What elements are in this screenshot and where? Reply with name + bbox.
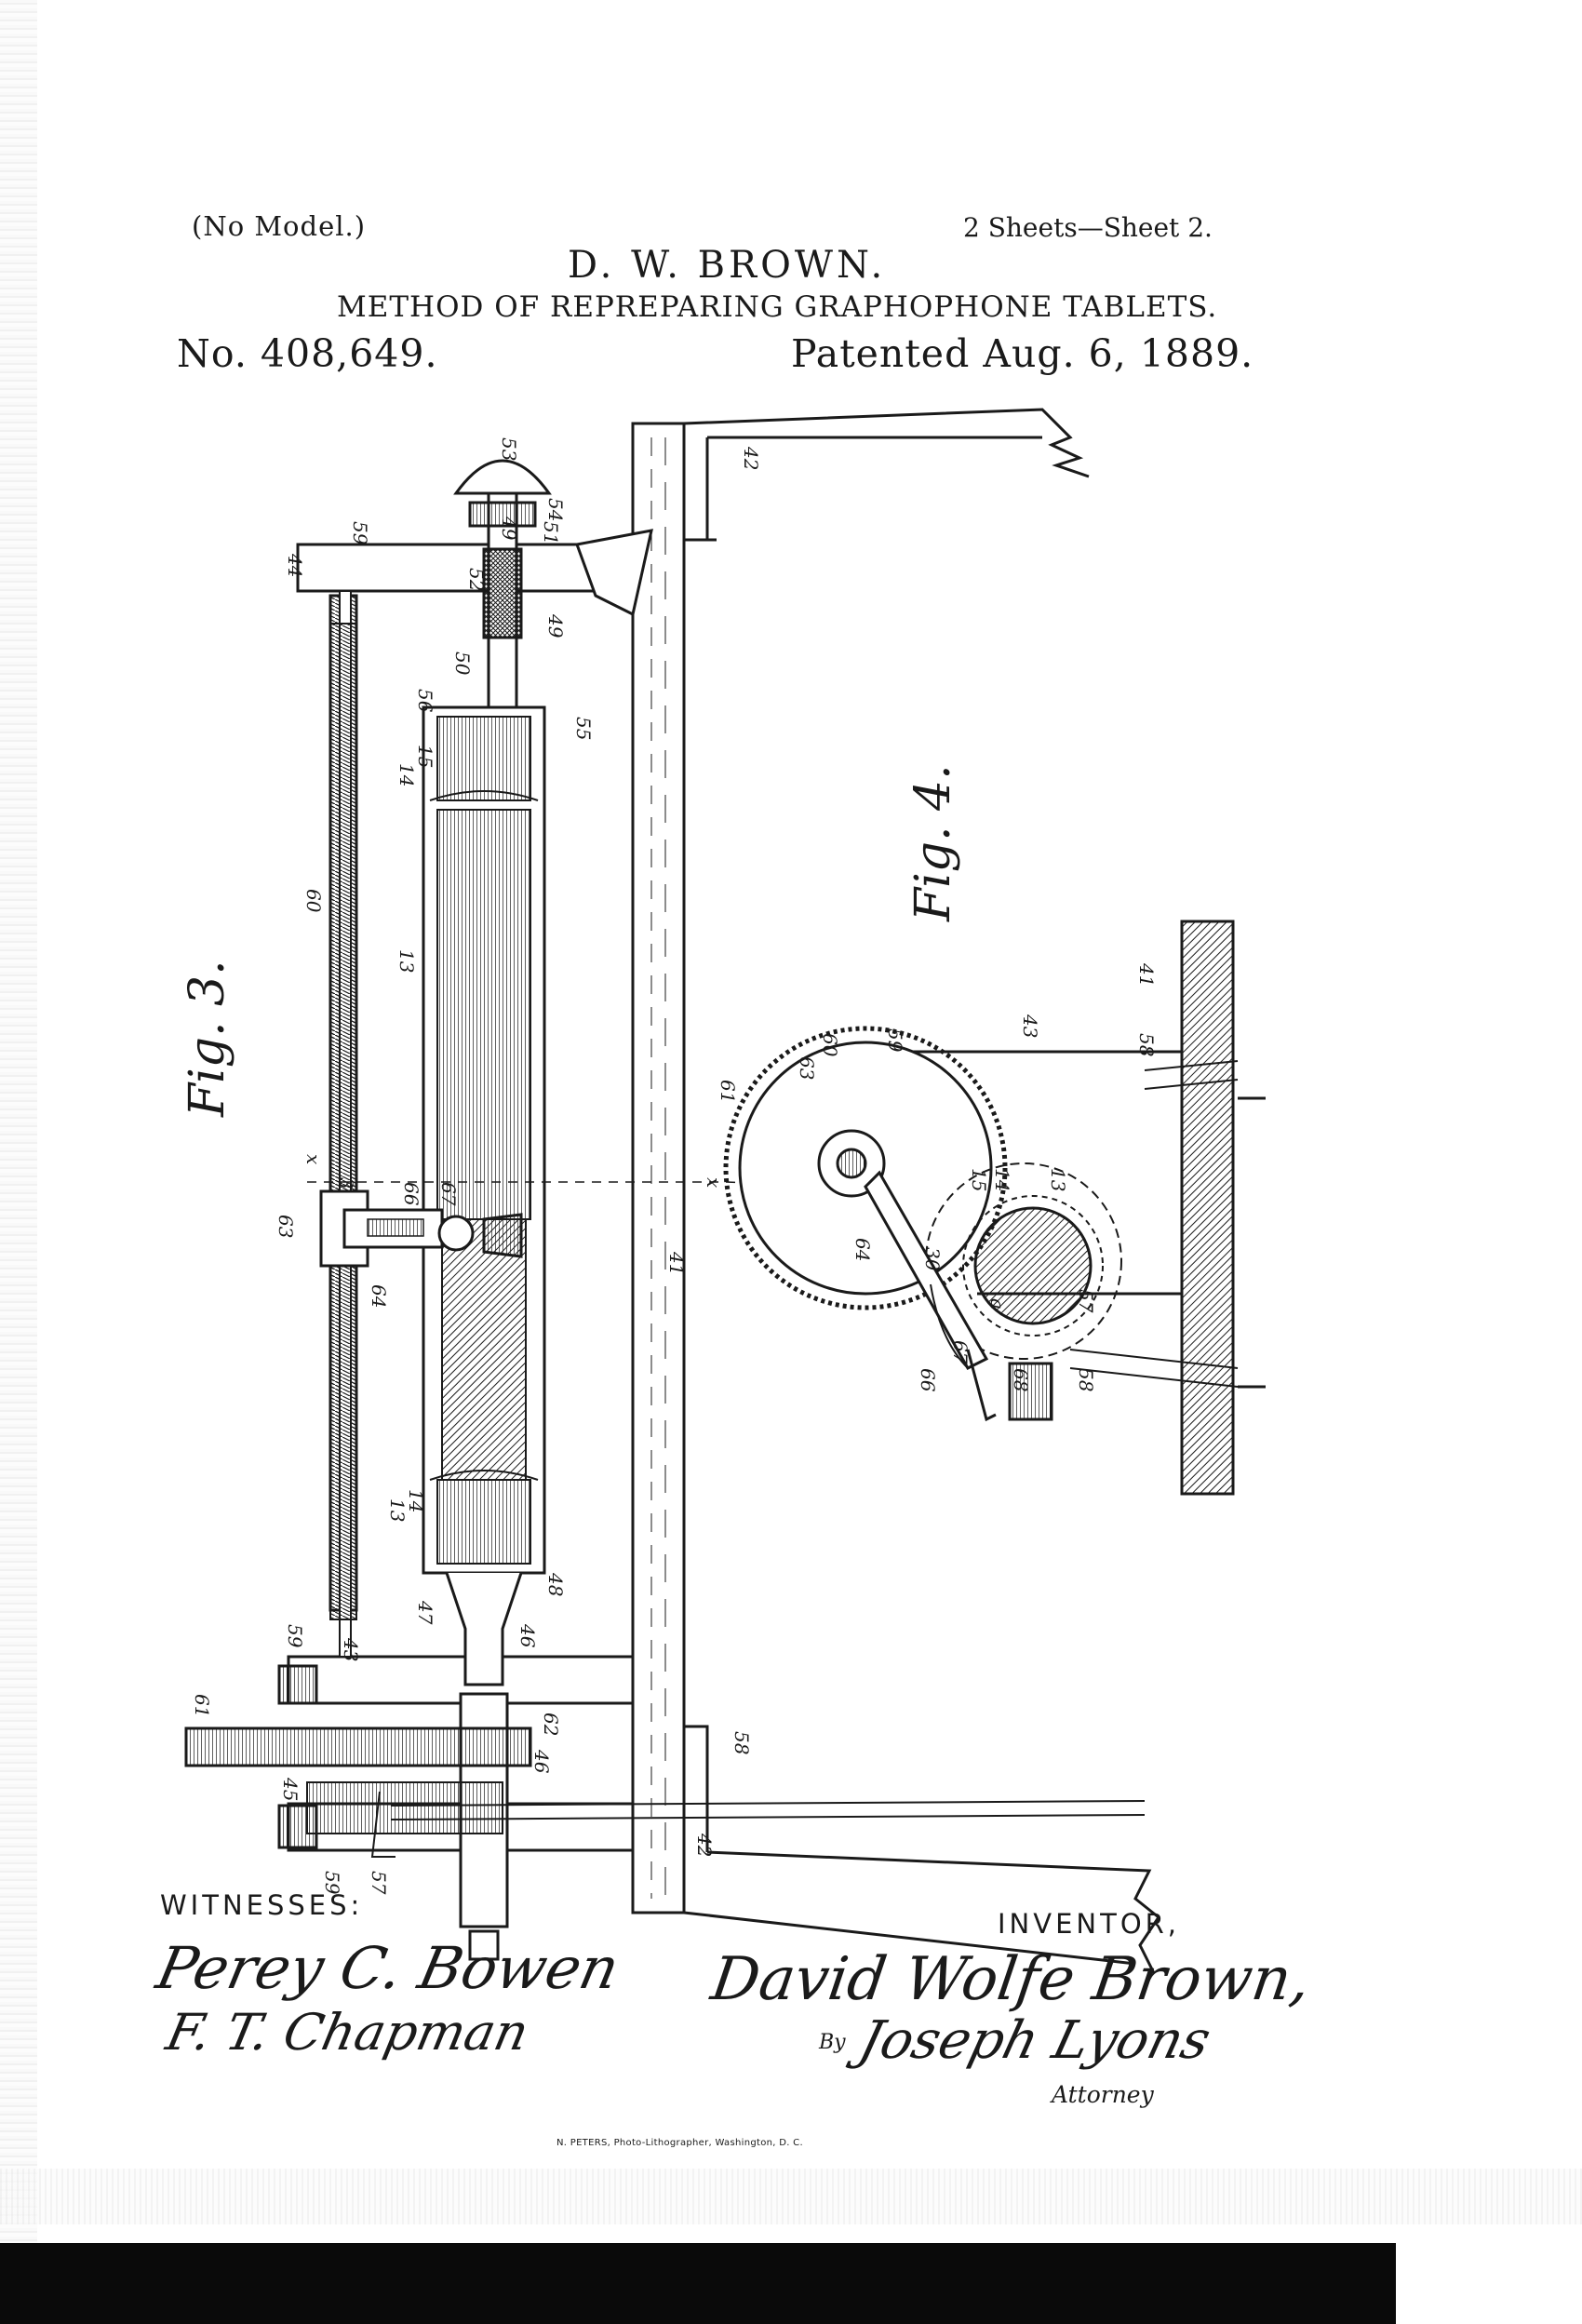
ref-3: 3 [335,1177,357,1189]
ref4-68: 68 [1010,1368,1032,1391]
ref4-64: 64 [851,1238,874,1261]
ref4-63: 63 [796,1056,818,1080]
ref4-58b: 58 [1075,1368,1097,1391]
patent-number: No. 408,649. [177,331,438,376]
ref-46b: 46 [530,1749,553,1774]
ref-61: 61 [191,1694,213,1717]
ref-42: 42 [740,446,762,470]
ref-47: 47 [414,1600,436,1625]
ref4-43: 43 [1019,1014,1041,1038]
by-label: By [819,2031,846,2054]
printer-credit: N. PETERS, Photo-Lithographer, Washingto… [556,2138,803,2148]
patent-date: Patented Aug. 6, 1889. [791,331,1254,376]
ref4-a: a [986,1298,1009,1310]
ref-63: 63 [275,1215,297,1238]
ref-54: 54 [544,498,567,521]
ref-59c: 59 [321,1871,343,1895]
ref-15: 15 [414,745,436,768]
ref4-41: 41 [1135,962,1158,987]
witness-2-signature: F. T. Chapman [161,2003,534,2062]
ref4-66: 66 [917,1368,939,1392]
ref-48: 48 [544,1572,567,1596]
ref-55: 55 [572,717,595,740]
ref4-67: 67 [949,1340,972,1364]
ref-67: 67 [437,1182,460,1206]
ref-14b: 14 [405,1489,427,1512]
ref-42b: 42 [693,1833,716,1857]
ref4-13: 13 [1047,1168,1069,1191]
ref-14: 14 [396,763,418,786]
ref4-14: 14 [991,1168,1013,1191]
ref-41: 41 [665,1251,688,1275]
witnesses-label: WITNESSES: [160,1889,364,1921]
ref-58: 58 [731,1731,753,1754]
sheet-number: 2 Sheets—Sheet 2. [963,212,1213,243]
ref-57: 57 [368,1871,390,1895]
ref-59: 59 [349,521,371,545]
ref-13: 13 [396,949,418,973]
fig3-label: Fig. 3. [180,960,235,1118]
no-model-note: (No Model.) [192,210,367,242]
ref-x: x [302,1154,325,1164]
ref4-59: 59 [884,1028,906,1053]
witness-1-signature: Perey C. Bowen [151,1934,625,2002]
inventor-signature: David Wolfe Brown, [706,1945,1315,2014]
ref-43: 43 [340,1637,362,1661]
inventor-name-header: D. W. BROWN. [568,244,887,287]
attorney-label: Attorney [1052,2081,1154,2108]
fig3-drawing [184,408,1161,1974]
scan-bottom-noise [0,2169,1582,2224]
ref-49b: 49 [544,613,567,638]
fig4-drawing [723,920,1266,1496]
ref-64: 64 [368,1284,390,1308]
ref-50: 50 [451,652,474,676]
ref4-x: x [703,1177,725,1188]
fig3-reference-numerals: 53 42 59 44 49 51 54 52 49 50 56 55 14 1… [191,437,762,1895]
ref-62: 62 [540,1713,562,1736]
inventor-label: INVENTOR, [998,1908,1181,1940]
ref4-15: 15 [968,1168,990,1191]
ref-13b: 13 [386,1498,409,1522]
ref-59b: 59 [284,1624,306,1648]
patent-title: METHOD OF REPREPARING GRAPHOPHONE TABLET… [337,290,1218,324]
ref-56: 56 [414,689,436,713]
ref-53: 53 [498,437,520,461]
ref-46: 46 [516,1623,539,1648]
scan-bottom-band [0,2243,1396,2324]
ref-45: 45 [279,1777,302,1801]
ref-49: 49 [498,516,520,541]
ref-66: 66 [400,1182,422,1206]
ref4-30: 30 [921,1247,944,1271]
scan-edge-noise [0,0,37,2324]
fig4-label: Fig. 4. [905,764,961,922]
ref-60: 60 [302,889,325,913]
ref4-61: 61 [717,1080,739,1103]
ref4-58: 58 [1135,1033,1158,1056]
attorney-signature: Joseph Lyons [852,2010,1217,2071]
ref-44: 44 [284,553,306,577]
fig4-reference-numerals: 41 43 58 59 60 63 61 x 64 15 14 13 30 57… [703,962,1158,1392]
ref4-57: 57 [1075,1289,1097,1313]
ref4-60: 60 [819,1033,841,1057]
ref-52: 52 [465,568,488,591]
ref-51: 51 [540,521,562,544]
